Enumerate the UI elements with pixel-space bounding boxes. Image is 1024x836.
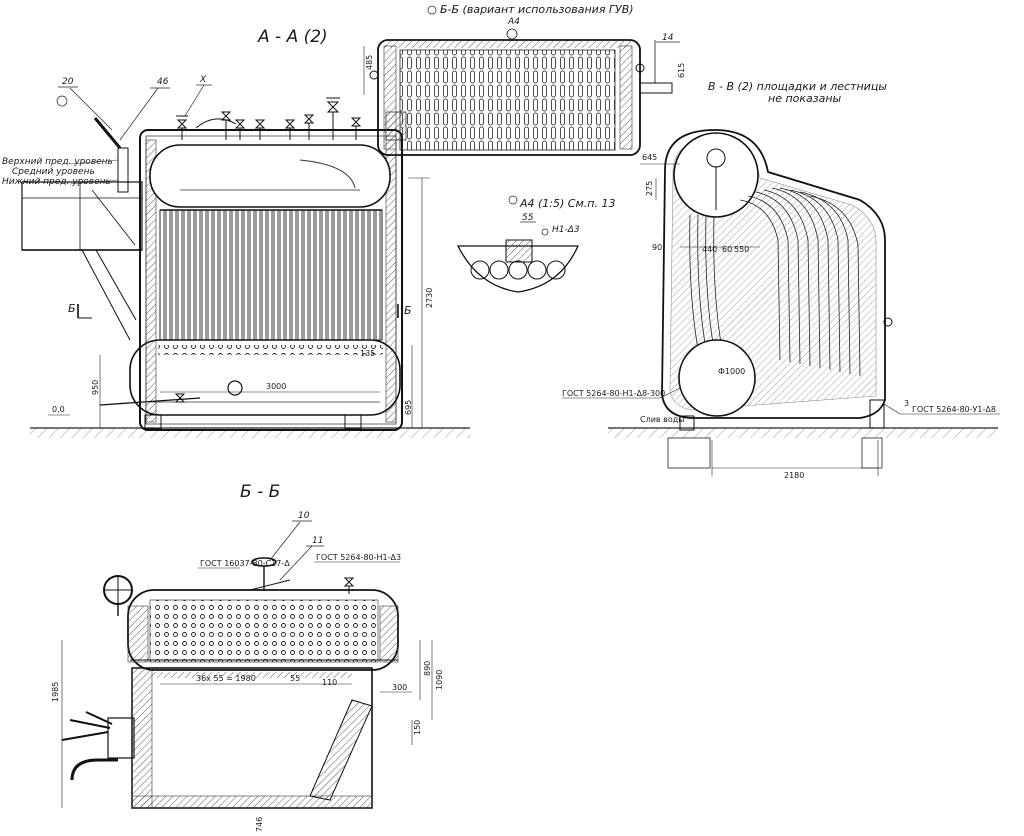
bb-dim-55: 55: [290, 674, 300, 683]
aa-service-platform: [21, 181, 143, 341]
aa-callout-20: 20: [62, 77, 74, 87]
vv-dim-275: 275: [645, 181, 654, 196]
vv-title: В - В (2) площадки и лестницы: [708, 80, 887, 93]
vv-dim-90: 90: [652, 243, 662, 252]
bb-dim-110: 110: [322, 678, 337, 687]
aa-ground: [30, 428, 470, 438]
aa-dim-950: 950: [91, 380, 100, 395]
view-aa-title: А - А (2): [257, 27, 328, 47]
bb-dim-36x55: 36х 55 = 1980: [196, 674, 256, 683]
bb-top-dim-615: 615: [677, 63, 686, 78]
detail-a4-callout-55: 55: [522, 213, 534, 223]
vv-gost-left: ГОСТ 5264-80-Н1-Δ8-300: [562, 389, 665, 398]
bb-title: Б - Б: [240, 482, 280, 502]
view-bb-top: Б-Б (вариант использования ГУВ) А4 14 61…: [363, 3, 686, 156]
aa-callout-46: 46: [157, 77, 169, 87]
bb-dim-746: 746: [255, 817, 264, 832]
bb-top-dim-485: 485: [365, 55, 374, 70]
bb-dim-890: 890: [423, 661, 432, 676]
aa-dim-135: 135: [360, 349, 375, 358]
vv-casing: [661, 129, 886, 419]
bb-top-callout-14: 14: [662, 33, 674, 43]
aa-tube-bank: [159, 209, 383, 341]
aa-water-upper: Верхний пред. уровень: [2, 157, 113, 167]
aa-section-b-left: Б: [68, 302, 76, 315]
aa-section-b-right: Б: [404, 304, 412, 317]
detail-a4: А4 (1:5) См.п. 13 55 Н1-Δ3: [456, 195, 615, 293]
detail-a4-weld: Н1-Δ3: [552, 225, 580, 235]
vv-dim-645: 645: [642, 153, 657, 162]
vv-callout-3: 3: [904, 399, 909, 408]
bb-gost-a: ГОСТ 16037-80-С17-Δ: [200, 559, 290, 568]
vv-drain: Слив воды: [640, 415, 685, 424]
vv-note: не показаны: [768, 92, 842, 105]
bb-dim-1985: 1985: [51, 682, 60, 702]
aa-water-low: Нижний пред. уровень: [2, 177, 111, 187]
vv-dim-2180: 2180: [784, 471, 804, 480]
vv-dim-60: 60: [722, 245, 732, 254]
view-bb: Б - Б 10 11 ГОСТ 16037-80-С: [51, 482, 444, 832]
vv-lower-drum: [678, 339, 756, 417]
bb-inclined-grate: [309, 699, 373, 801]
bb-top-title: Б-Б (вариант использования ГУВ): [440, 3, 634, 16]
vv-dim-440: 440: [702, 245, 717, 254]
bb-dim-300: 300: [392, 683, 407, 692]
view-vv: В - В (2) площадки и лестницы не показан…: [562, 80, 1000, 480]
bb-dim-1090: 1090: [435, 670, 444, 690]
aa-top-valves: [176, 97, 362, 140]
aa-lower-drum: [129, 339, 401, 416]
aa-boiler-casing: [139, 129, 403, 431]
bb-dim-150: 150: [413, 720, 422, 735]
bb-top-a4: А4: [507, 17, 520, 27]
vv-dim-d1000: Ф1000: [718, 367, 745, 376]
aa-dim-695: 695: [404, 400, 413, 415]
aa-dim-2730: 2730: [425, 288, 434, 308]
bb-callout-10: 10: [298, 511, 310, 521]
bb-gost-b: ГОСТ 5264-80-Н1-Δ3: [316, 553, 401, 562]
vv-gost-right: ГОСТ 5264-80-У1-Δ8: [912, 405, 996, 414]
aa-callout-x: X: [199, 75, 207, 85]
aa-water-mid: Средний уровень: [12, 167, 95, 177]
bb-top-tube-rows: [399, 49, 616, 151]
aa-dim-0: 0,0: [52, 405, 65, 414]
vv-dim-550: 550: [734, 245, 749, 254]
aa-dim-3000: 3000: [266, 382, 286, 391]
bb-callout-11: 11: [312, 536, 323, 546]
bb-tube-holes: [149, 599, 379, 663]
aa-upper-drum: [149, 144, 391, 208]
detail-a4-title: А4 (1:5) См.п. 13: [519, 197, 615, 210]
view-aa: А - А (2): [2, 27, 470, 438]
